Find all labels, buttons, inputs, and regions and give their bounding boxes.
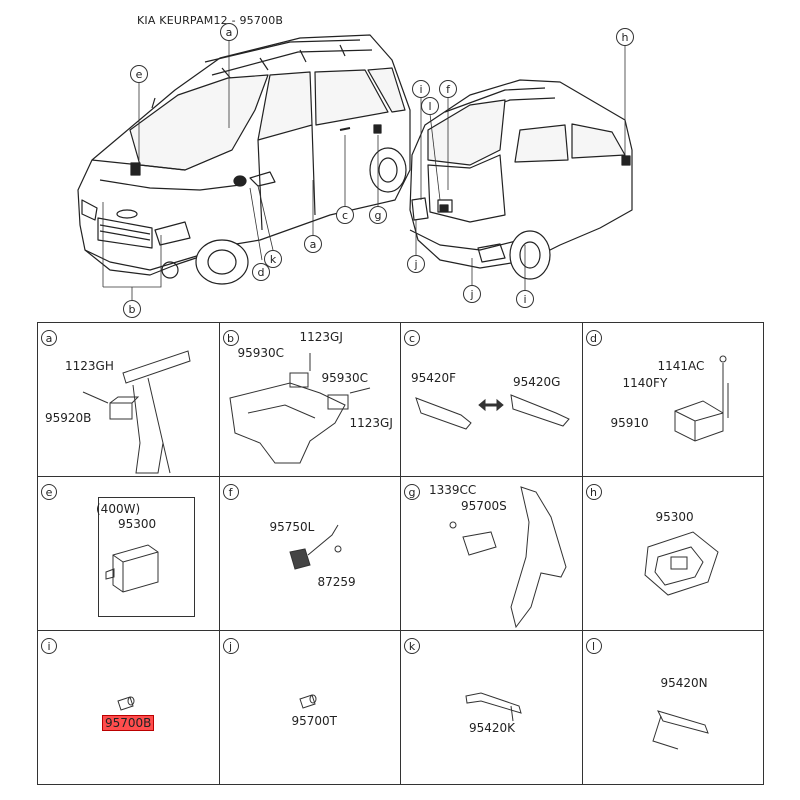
cell-tag: b [222, 330, 239, 346]
cell-d[interactable]: d 1141AC 1140FY 95910 [582, 323, 764, 477]
camera-drawing [288, 524, 341, 570]
callout-a-top: a [220, 23, 238, 41]
sensor-drawing [117, 696, 135, 711]
part-label-95700T: 95700T [291, 714, 338, 728]
cell-tag: e [41, 484, 57, 500]
part-label-1141AC: 1141AC [657, 359, 705, 373]
callout-k: k [264, 250, 282, 268]
part-label-95930C-right: 95930C [321, 371, 369, 385]
parts-grid: a 1123GH 95920B b 1123GJ [37, 322, 764, 785]
cell-tag: j [222, 638, 239, 654]
vehicle-illustration [77, 34, 633, 300]
part-label-95920B: 95920B [45, 411, 92, 425]
ecu-drawing [105, 544, 159, 593]
part-label-95300-h: 95300 [655, 510, 694, 524]
callout-b: b [123, 300, 141, 318]
cell-c[interactable]: c 95420F 95420G [401, 323, 583, 477]
callout-i-top: i [412, 80, 430, 98]
cell-g[interactable]: g 1339CC 95700S [401, 477, 583, 631]
control-module-drawing [674, 355, 728, 442]
antenna-drawing [651, 710, 709, 750]
callout-d: d [252, 263, 270, 281]
callout-j-left: j [407, 255, 425, 273]
part-label-95910: 95910 [610, 416, 649, 430]
pillar-trim-drawing [449, 486, 567, 629]
part-label-95750L: 95750L [269, 520, 315, 534]
bracket-sensor-drawing [82, 350, 191, 474]
callout-j-right: j [463, 285, 481, 303]
cell-tag: g [404, 484, 420, 500]
cell-tag: h [585, 484, 602, 500]
callout-f: f [439, 80, 457, 98]
antenna-bracket-drawing [465, 692, 522, 722]
callout-i-bottom: i [516, 290, 534, 308]
part-label-95420F: 95420F [411, 371, 457, 385]
cell-tag: a [41, 330, 57, 346]
part-label-95700B: 95700B [102, 715, 155, 731]
cell-tag: k [404, 638, 420, 654]
diagram-title: KIA KEURPAM12 - 95700B [137, 14, 284, 27]
variant-label: (400W) [96, 502, 141, 516]
cell-j[interactable]: j 95700T [219, 631, 401, 785]
cell-tag: i [41, 638, 57, 654]
sensor-drawing [298, 694, 316, 709]
module-drawing [643, 531, 719, 596]
cell-tag: d [585, 330, 602, 346]
cell-tag: c [404, 330, 420, 346]
cell-l[interactable]: l 95420N [582, 631, 764, 785]
part-label-95300-e: 95300 [118, 517, 157, 531]
part-label-95420G: 95420G [513, 375, 561, 389]
callout-h: h [616, 28, 634, 46]
part-label-1123GH: 1123GH [65, 359, 114, 373]
cell-a[interactable]: a 1123GH 95920B [38, 323, 220, 477]
callout-c: c [336, 206, 354, 224]
cell-b[interactable]: b 1123GJ 95930C 95930C 1123GJ [219, 323, 401, 477]
part-label-87259: 87259 [317, 575, 356, 589]
sensor-pair-drawing [415, 394, 570, 430]
part-label-1123GJ-top: 1123GJ [299, 330, 343, 344]
part-label-1339CC: 1339CC [429, 483, 477, 497]
part-label-95930C-left: 95930C [237, 346, 285, 360]
cell-k[interactable]: k 95420K [401, 631, 583, 785]
callout-l: l [421, 97, 439, 115]
part-label-95420N: 95420N [660, 676, 708, 690]
part-label-95700S: 95700S [461, 499, 507, 513]
part-label-1123GJ-bottom: 1123GJ [349, 416, 393, 430]
cell-h[interactable]: h 95300 [582, 477, 764, 631]
part-label-95420K: 95420K [469, 721, 516, 735]
part-label-1140FY: 1140FY [622, 376, 668, 390]
front-frame-drawing [228, 353, 370, 464]
cell-i[interactable]: i 95700B [38, 631, 220, 785]
variant-box [98, 497, 195, 617]
cell-e[interactable]: e (400W) 95300 [38, 477, 220, 631]
cell-tag: f [222, 484, 239, 500]
cell-f[interactable]: f 95750L 87259 [219, 477, 401, 631]
cell-tag: l [585, 638, 602, 654]
callout-g: g [369, 206, 387, 224]
callout-a-side: a [304, 235, 322, 253]
callout-e: e [130, 65, 148, 83]
